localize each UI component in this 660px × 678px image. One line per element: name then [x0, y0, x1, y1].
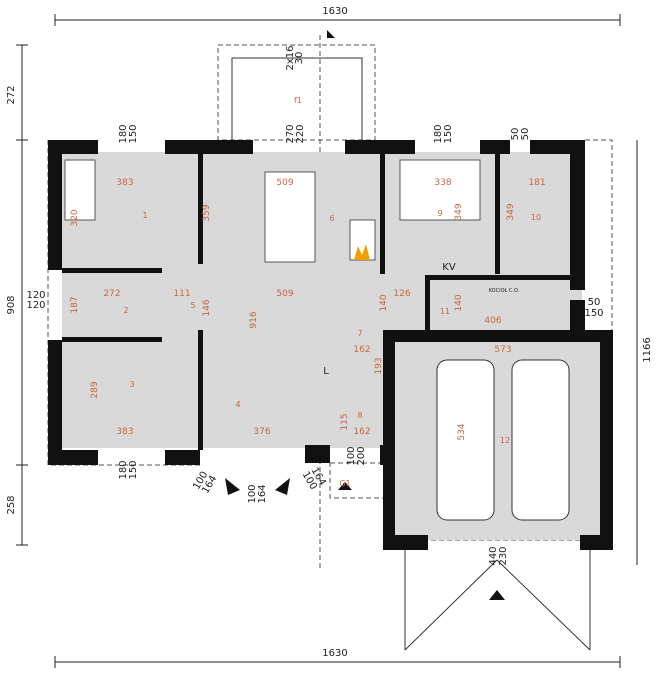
- opening-label: 440: [488, 546, 499, 565]
- dimension-label: 111: [173, 289, 190, 299]
- room-number: 8: [357, 411, 362, 420]
- dimension-label: 359: [202, 204, 212, 221]
- room-number: G1: [339, 479, 350, 488]
- opening-label: 164: [257, 484, 268, 503]
- dimension-label: 376: [253, 427, 270, 437]
- opening-label: 120: [26, 290, 45, 301]
- furniture: [64, 159, 481, 263]
- dimension-left-top: 272: [6, 85, 17, 104]
- dimension-label: 126: [393, 289, 410, 299]
- dimension-label: 193: [374, 357, 384, 374]
- dimension-label: 181: [528, 178, 545, 188]
- opening-label: 150: [128, 124, 139, 143]
- opening-label: 50: [520, 128, 531, 141]
- room-number: 6: [329, 214, 334, 223]
- opening-label: 100: [346, 446, 357, 465]
- opening-label: 230: [498, 546, 509, 565]
- walls: [48, 140, 613, 550]
- opening-label: 30: [294, 52, 305, 65]
- dimension-label: 140: [454, 294, 464, 311]
- entrance-arrow-icon: [327, 30, 505, 600]
- dimension-label: 140: [379, 294, 389, 311]
- opening-label: 150: [443, 124, 454, 143]
- opening-label: 200: [356, 446, 367, 465]
- dimension-label: 349: [506, 203, 516, 220]
- dimension-label: 383: [116, 178, 133, 188]
- opening-label: 180: [433, 124, 444, 143]
- dimension-label: 509: [276, 178, 293, 188]
- fireplace-icon: [354, 244, 370, 260]
- dimension-label: 115: [340, 413, 350, 430]
- opening-label: 270: [285, 124, 296, 143]
- dimension-label: 162: [353, 427, 370, 437]
- room-number: 1: [142, 211, 147, 220]
- dimension-left-mid: 908: [6, 295, 17, 314]
- opening-label: 220: [295, 124, 306, 143]
- dimension-label: 349: [454, 203, 464, 220]
- dimension-label: 320: [70, 209, 80, 226]
- cars: [436, 359, 570, 521]
- l-label: L: [323, 366, 329, 377]
- dimension-left-bottom: 258: [6, 495, 17, 514]
- dimension-label: 272: [103, 289, 120, 299]
- opening-label: 2x16: [285, 45, 296, 70]
- opening-label: 150: [128, 460, 139, 479]
- room-number: 2: [123, 306, 128, 315]
- room-number: 9: [437, 209, 442, 218]
- dimension-label: 289: [90, 381, 100, 398]
- room-number: f1: [294, 96, 302, 105]
- dimension-right: 1166: [642, 337, 653, 362]
- kv-label: KV: [442, 262, 456, 273]
- room-number: 4: [235, 400, 240, 409]
- dimension-label: 162: [353, 345, 370, 355]
- dimension-label: 406: [484, 316, 501, 326]
- dimension-label: 338: [434, 178, 451, 188]
- dimension-label: 383: [116, 427, 133, 437]
- outer-dimension-lines: [16, 14, 638, 668]
- boiler-label: KOCIOŁ C.O.: [489, 288, 520, 294]
- opening-label: 50: [588, 297, 601, 308]
- room-number: 5: [190, 301, 195, 310]
- opening-label: 120: [26, 300, 45, 311]
- overall-width-top: 1630: [322, 6, 347, 17]
- room-number: 12: [500, 436, 510, 445]
- dimension-label: 916: [249, 311, 259, 328]
- dimension-label: 187: [70, 296, 80, 313]
- room-number: 11: [440, 307, 450, 316]
- porch-posts: [231, 57, 591, 651]
- overall-width-bottom: 1630: [322, 648, 347, 659]
- room-number: 7: [357, 329, 362, 338]
- dimension-label: 534: [457, 423, 467, 440]
- dimension-label: 146: [202, 299, 212, 316]
- opening-label: 180: [118, 124, 129, 143]
- dimension-label: 573: [494, 345, 511, 355]
- dimension-label: 509: [276, 289, 293, 299]
- opening-label: 180: [118, 460, 129, 479]
- room-number: 10: [531, 213, 541, 222]
- room-number: 3: [129, 380, 134, 389]
- opening-label: 150: [584, 308, 603, 319]
- opening-label: 50: [510, 128, 521, 141]
- opening-label: 100: [247, 484, 258, 503]
